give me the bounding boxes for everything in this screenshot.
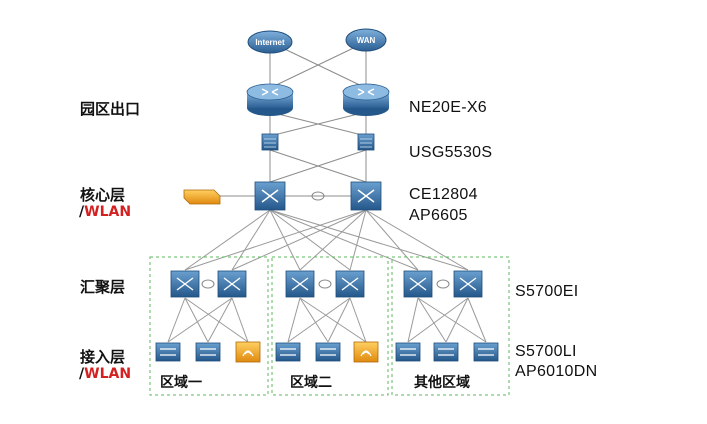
access-switch-icon bbox=[433, 342, 459, 362]
access-switch-icon bbox=[195, 342, 221, 362]
access-ap-icon bbox=[235, 341, 261, 363]
wan-cloud-icon: WAN bbox=[345, 28, 387, 52]
agg-switch-icon bbox=[285, 270, 315, 298]
zone-box-3 bbox=[391, 256, 510, 396]
zone-label-3: 其他区域 bbox=[414, 375, 470, 391]
links-router-firewall bbox=[269, 111, 367, 137]
access-switch-icon bbox=[155, 342, 181, 362]
slash-text: / bbox=[79, 204, 85, 220]
wan-label: WAN bbox=[357, 36, 376, 45]
firewall-icon bbox=[261, 133, 279, 151]
model-firewall: USG5530S bbox=[409, 144, 493, 161]
access-switch-icon bbox=[275, 342, 301, 362]
layer-label-core: 核心层 bbox=[80, 186, 126, 204]
access-switch-icon bbox=[315, 342, 341, 362]
wlan-text: WLAN bbox=[84, 366, 132, 382]
model-core-ap: AP6605 bbox=[409, 207, 468, 224]
access-switch-icon bbox=[395, 342, 421, 362]
agg-switch-icon bbox=[403, 270, 433, 298]
model-agg-switch: S5700EI bbox=[515, 283, 579, 300]
links-core-aggregation bbox=[184, 209, 469, 271]
firewall-icon bbox=[357, 133, 375, 151]
links-aggregation-access bbox=[167, 297, 487, 343]
internet-label: Internet bbox=[255, 38, 285, 47]
model-access-ap: AP6010DN bbox=[515, 363, 598, 380]
agg-switch-icon bbox=[453, 270, 483, 298]
zone-label-2: 区域二 bbox=[290, 375, 332, 391]
zone-box-2 bbox=[271, 256, 389, 396]
stack-link-icon bbox=[201, 191, 450, 289]
router-icon bbox=[342, 83, 390, 116]
zone-box-1 bbox=[149, 256, 269, 396]
layer-label-access: 接入层 bbox=[80, 348, 126, 366]
wlan-text: WLAN bbox=[84, 204, 132, 220]
layer-label-egress: 园区出口 bbox=[80, 100, 141, 118]
links-firewall-core bbox=[269, 149, 367, 183]
model-access-switch: S5700LI bbox=[515, 343, 577, 360]
access-ap-icon bbox=[353, 341, 379, 363]
agg-switch-icon bbox=[217, 270, 247, 298]
agg-switch-icon bbox=[170, 270, 200, 298]
core-switch-icon bbox=[350, 181, 382, 211]
layer-sub-access: /WLAN bbox=[79, 366, 131, 382]
model-router: NE20E-X6 bbox=[409, 99, 487, 116]
core-switch-icon bbox=[254, 181, 286, 211]
ac-controller-icon bbox=[183, 189, 221, 205]
access-switch-icon bbox=[473, 342, 499, 362]
layer-label-aggregation: 汇聚层 bbox=[80, 278, 126, 296]
agg-switch-icon bbox=[335, 270, 365, 298]
internet-cloud-icon: Internet bbox=[247, 30, 293, 54]
model-core-switch: CE12804 bbox=[409, 186, 478, 203]
slash-text: / bbox=[79, 366, 85, 382]
layer-sub-core: /WLAN bbox=[79, 204, 131, 220]
router-icon bbox=[246, 83, 294, 116]
zone-label-1: 区域一 bbox=[160, 375, 202, 391]
